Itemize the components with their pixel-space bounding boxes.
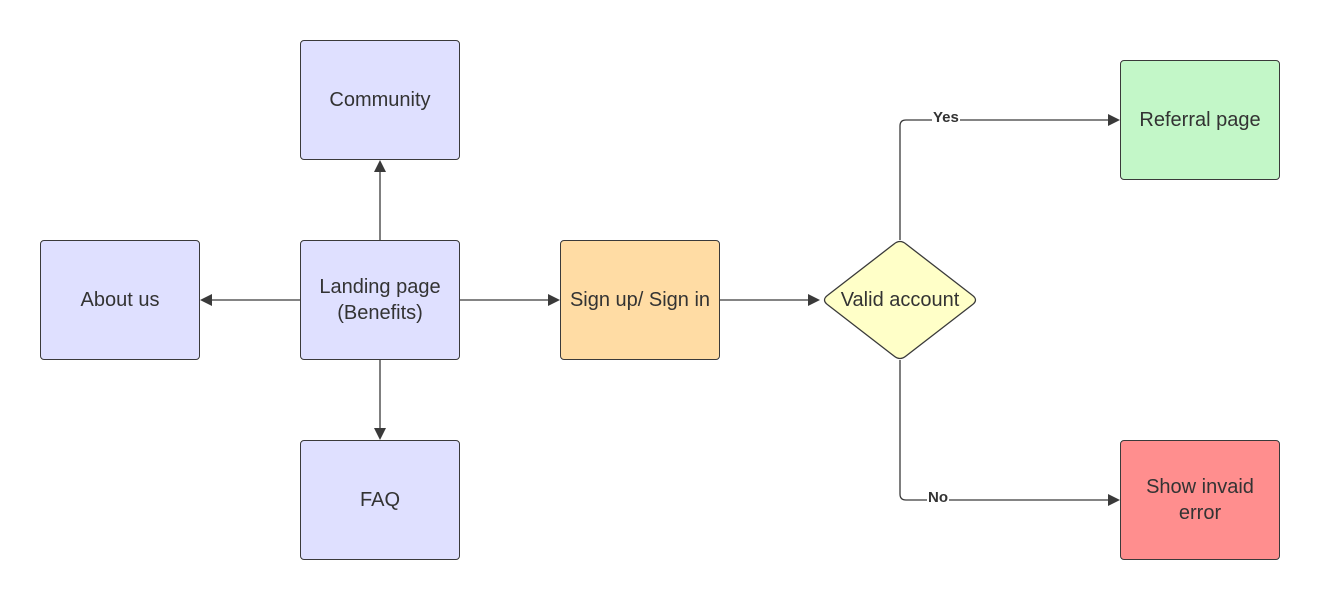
sign-up-node: Sign up/ Sign in <box>560 240 720 360</box>
landing-page-node: Landing page (Benefits) <box>300 240 460 360</box>
edge-valid-to-referral <box>899 114 1120 240</box>
about-us-node: About us <box>40 240 200 360</box>
valid-account-label: Valid account <box>840 289 960 311</box>
no-edge-label: No <box>927 489 949 507</box>
valid-account-label-wrap: Valid account <box>840 262 960 338</box>
show-error-label: Show invaid error <box>1146 476 1254 524</box>
sign-up-label: Sign up/ Sign in <box>569 289 711 311</box>
landing-page-label: Landing page (Benefits) <box>319 276 441 324</box>
yes-edge-label: Yes <box>932 109 960 127</box>
community-node: Community <box>300 40 460 160</box>
referral-page-label: Referral page <box>1139 109 1261 131</box>
about-us-label: About us <box>80 289 160 311</box>
faq-label: FAQ <box>359 489 400 511</box>
valid-account-diamond <box>823 240 977 360</box>
edge-valid-to-error <box>899 360 1120 506</box>
referral-page-node: Referral page <box>1120 60 1280 180</box>
show-error-node: Show invaid error <box>1120 440 1280 560</box>
faq-node: FAQ <box>300 440 460 560</box>
community-label: Community <box>329 89 431 111</box>
